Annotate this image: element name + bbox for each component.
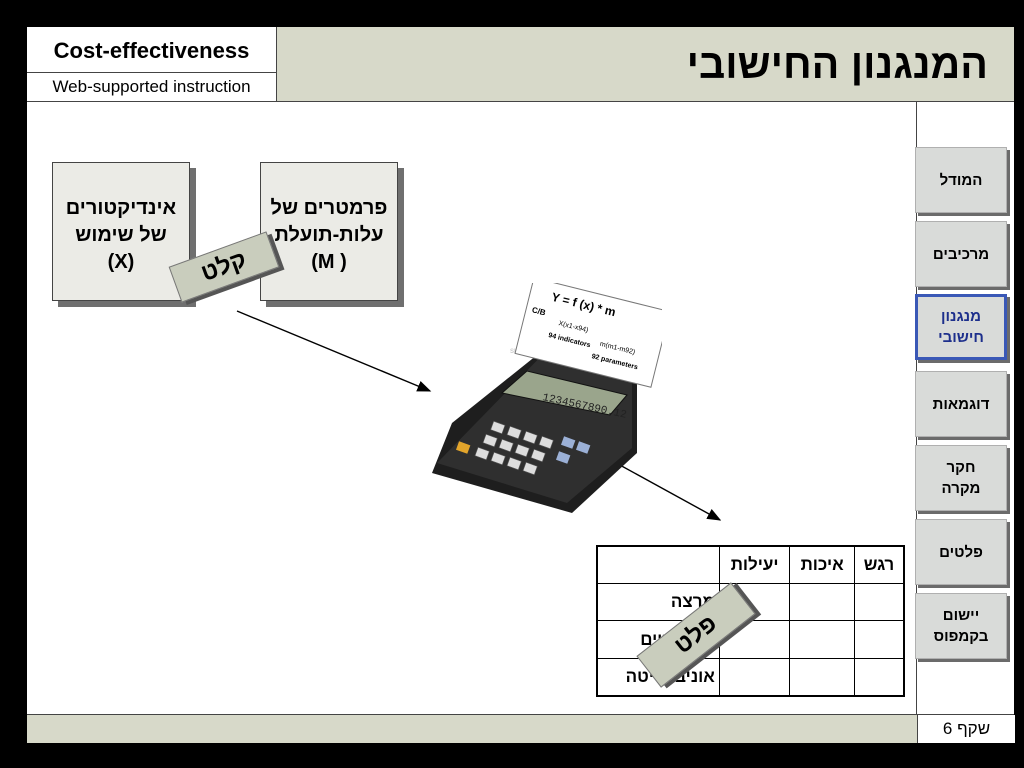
sidebar-item-label: יישום בקמפוס xyxy=(933,607,989,645)
table-cell xyxy=(789,657,855,697)
parameters-label: פרמטרים של עלות-תועלת ( M) xyxy=(270,197,388,273)
table-cell xyxy=(789,620,855,659)
calculator-illustration: 1234567890.12 SHARP Y = f (x) * m xyxy=(432,283,662,513)
sidebar-item-label: דוגמאות xyxy=(932,395,990,413)
brand-block: Cost-effectiveness Web-supported instruc… xyxy=(27,27,277,101)
flow-arrows xyxy=(236,310,722,521)
table-cell xyxy=(853,620,905,659)
table-header-quality: איכות xyxy=(789,545,855,585)
table-cell xyxy=(718,657,791,697)
calculator-keys xyxy=(474,420,554,476)
table-corner-cell xyxy=(596,545,720,585)
sidebar-item-label: מנגנון חישובי xyxy=(938,308,984,346)
table-header-emotion: רגש xyxy=(853,545,905,585)
header: Cost-effectiveness Web-supported instruc… xyxy=(27,27,1014,102)
slide-number-value: 6 xyxy=(942,719,953,738)
slide-number-label: שקף xyxy=(957,719,991,738)
slide-number: שקף 6 xyxy=(917,715,1015,743)
sidebar-item-outputs[interactable]: פלטים xyxy=(915,519,1007,585)
indicators-label: אינדיקטורים של שימוש (X) xyxy=(65,197,177,273)
sidebar-item-case-study[interactable]: חקר מקרה xyxy=(915,445,1007,511)
sidebar-item-label: חקר מקרה xyxy=(941,459,981,497)
table-cell xyxy=(789,583,855,622)
brand-subtitle: Web-supported instruction xyxy=(52,77,251,96)
arrow-to-output xyxy=(617,463,722,521)
sidebar-item-examples[interactable]: דוגמאות xyxy=(915,371,1007,437)
sidebar-item-label: פלטים xyxy=(939,543,983,561)
output-table: יעילות איכות רגש מרצה סטודנטים אוניברסיט… xyxy=(596,545,905,697)
formula-card: Y = f (x) * m C/B X(x1-x94) m(m1-m92) 94… xyxy=(514,283,662,388)
sidebar-item-components[interactable]: מרכיבים xyxy=(915,221,1007,287)
page-title: המנגנון החישובי xyxy=(686,41,988,87)
sidebar-item-campus-implementation[interactable]: יישום בקמפוס xyxy=(915,593,1007,659)
sidebar-item-computational-mechanism[interactable]: מנגנון חישובי xyxy=(915,294,1007,360)
table-cell xyxy=(853,583,905,622)
arrow-to-calculator xyxy=(236,310,432,392)
brand-title: Cost-effectiveness xyxy=(27,27,276,73)
table-cell xyxy=(853,657,905,697)
formula-key-label: C/B xyxy=(531,305,547,317)
sidebar-item-model[interactable]: המודל xyxy=(915,147,1007,213)
indicators-box: אינדיקטורים של שימוש (X) xyxy=(52,162,190,301)
sidebar-item-label: מרכיבים xyxy=(932,245,990,263)
footer: שקף 6 xyxy=(27,714,1015,743)
slide: Cost-effectiveness Web-supported instruc… xyxy=(27,27,1015,743)
parameters-box: פרמטרים של עלות-תועלת ( M) xyxy=(260,162,398,301)
table-row: יעילות איכות רגש xyxy=(596,545,905,585)
table-header-efficiency: יעילות xyxy=(718,545,791,585)
sidebar-item-label: המודל xyxy=(939,171,983,189)
